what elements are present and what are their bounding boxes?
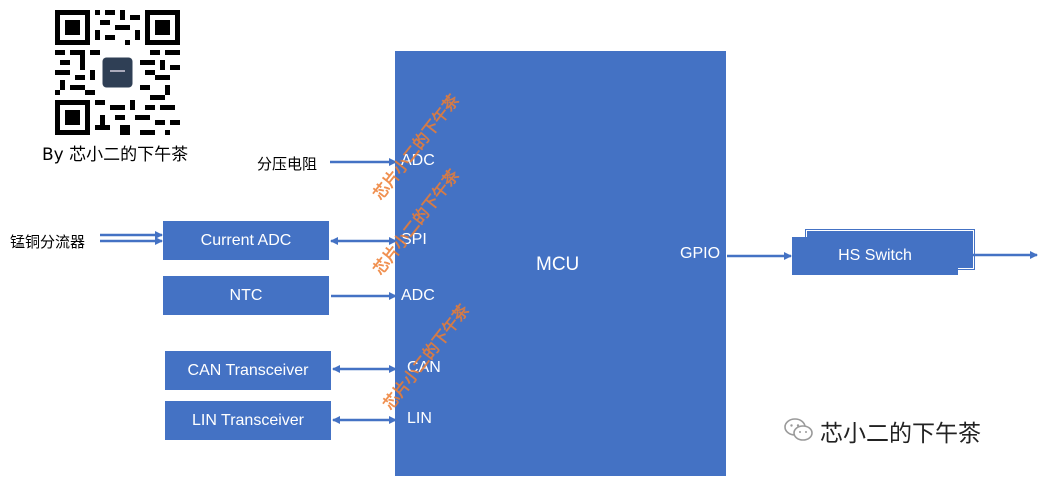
port-spi: SPI	[401, 231, 427, 248]
shunt-label: 锰铜分流器	[10, 233, 86, 251]
port-adc-top: ADC	[401, 152, 435, 169]
ntc-block: NTC	[163, 276, 329, 315]
lin-transceiver-block: LIN Transceiver	[165, 401, 331, 440]
port-adc-ntc: ADC	[401, 287, 435, 304]
mcu-label: MCU	[536, 254, 580, 275]
divider-resistor-label: 分压电阻	[257, 155, 318, 173]
can-transceiver-block: CAN Transceiver	[165, 351, 331, 390]
port-can: CAN	[407, 359, 441, 376]
qr-code-icon	[55, 10, 180, 135]
port-lin: LIN	[407, 410, 432, 427]
mcu-block	[395, 51, 726, 476]
byline: By 芯小二的下午茶	[42, 145, 189, 165]
footer-brand: 芯小二的下午茶	[820, 421, 981, 447]
port-gpio: GPIO	[680, 245, 721, 262]
wechat-icon	[784, 417, 814, 443]
current-adc-block: Current ADC	[163, 221, 329, 260]
hs-switch-block: HS Switch	[792, 237, 958, 275]
